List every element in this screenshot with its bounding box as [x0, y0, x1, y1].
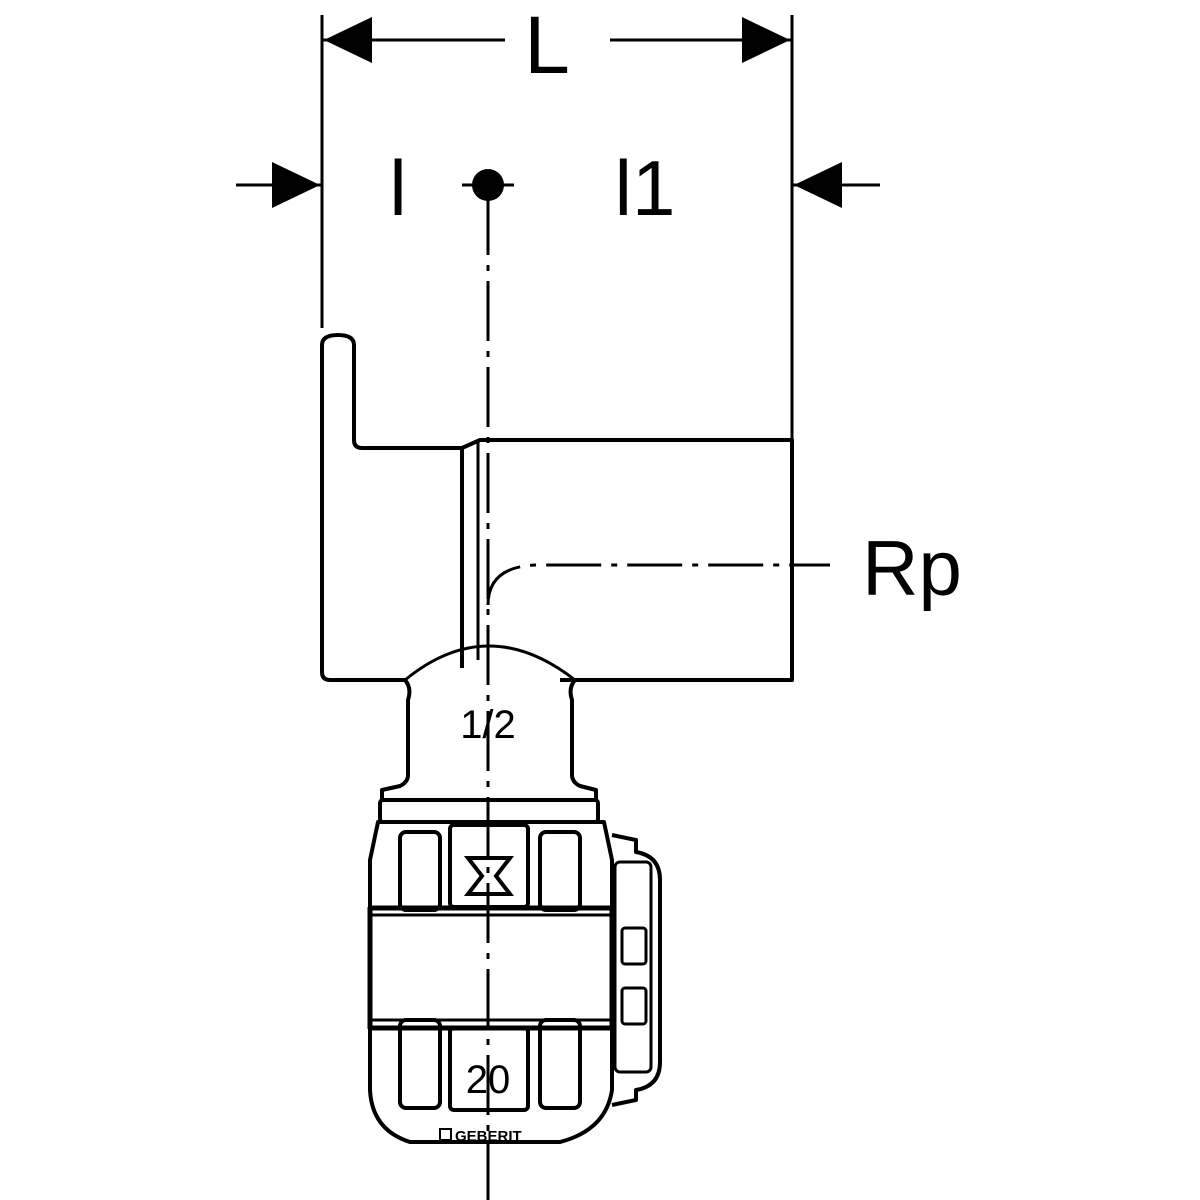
thread-bore-line	[486, 563, 830, 606]
window-lower-right	[538, 1018, 582, 1110]
dimension-l-l1	[236, 162, 880, 208]
side-release-tab	[611, 833, 662, 1107]
label-l1: l1	[615, 144, 676, 232]
window-lower-left	[398, 1018, 442, 1110]
symbol-outline	[463, 856, 515, 896]
wall-plate-outline	[320, 345, 405, 682]
geberit-logo: GEBERIT	[439, 1128, 522, 1145]
fitting-body	[320, 333, 794, 802]
side-tab-button-bottom	[620, 986, 648, 1026]
arrowhead-l1	[794, 162, 842, 208]
label-l: l	[389, 144, 406, 232]
side-tab-inner	[613, 860, 653, 1074]
pipe-size-marking: 20	[466, 1058, 511, 1102]
neck-arc	[404, 644, 576, 682]
arrowhead-l	[272, 162, 320, 208]
press-connector	[367, 798, 662, 1144]
dimension-L	[320, 15, 794, 440]
label-L: L	[524, 0, 570, 91]
thread-size-marking: 1/2	[460, 703, 516, 747]
window-upper-right	[538, 830, 582, 912]
brand-marking: GEBERIT	[455, 1128, 522, 1145]
side-tab-button-top	[620, 926, 648, 966]
press-band	[367, 905, 615, 1031]
connector-body	[368, 820, 614, 1144]
logo-square-icon	[439, 1128, 452, 1141]
center-point	[472, 169, 504, 201]
label-Rp: Rp	[862, 524, 962, 612]
arrowhead-L-right	[742, 17, 790, 63]
threaded-outlet	[461, 438, 794, 682]
arrowhead-L-left	[324, 17, 372, 63]
window-upper-left	[398, 830, 442, 912]
wall-plate	[320, 333, 464, 668]
geberit-symbol-icon	[463, 856, 515, 896]
